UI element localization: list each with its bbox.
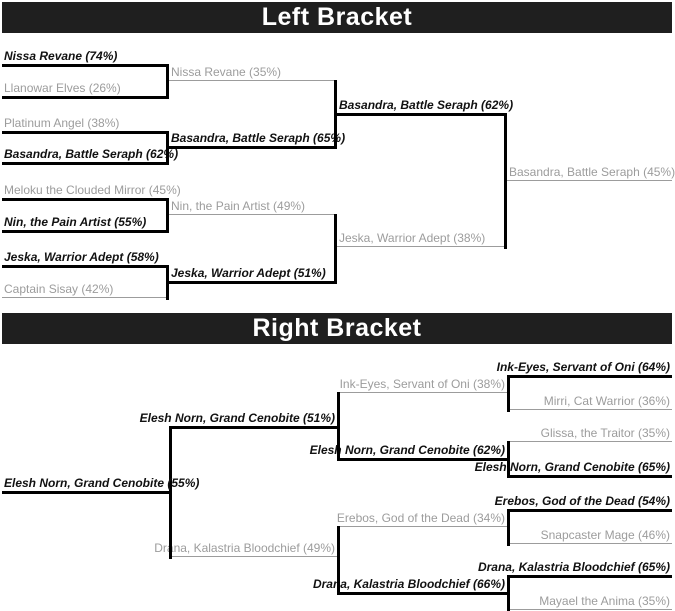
- bracket-entry: Glissa, the Traitor (35%): [507, 425, 672, 442]
- entry-label: Jeska, Warrior Adept (38%): [339, 231, 486, 245]
- entry-label: Glissa, the Traitor (35%): [540, 426, 670, 440]
- entry-label: Drana, Kalastria Bloodchief (65%): [477, 560, 670, 574]
- entry-label: Nin, the Pain Artist (49%): [171, 199, 306, 213]
- bracket-entry: Basandra, Battle Seraph (62%): [2, 146, 178, 165]
- bracket-entry: Captain Sisay (42%): [2, 281, 169, 298]
- entry-label: Nin, the Pain Artist (55%): [4, 215, 147, 229]
- entry-label: Drana, Kalastria Bloodchief (66%): [312, 577, 505, 591]
- left-bracket-header: Left Bracket: [2, 2, 672, 33]
- bracket-entry: Nin, the Pain Artist (55%): [2, 214, 169, 233]
- bracket-entry: Mayael the Anima (35%): [507, 593, 672, 610]
- bracket-entry: Basandra, Battle Seraph (45%): [507, 164, 675, 181]
- bracket-entry: Jeska, Warrior Adept (58%): [2, 249, 169, 268]
- bracket-entry: Jeska, Warrior Adept (51%): [169, 265, 337, 284]
- entry-label: Captain Sisay (42%): [4, 282, 114, 296]
- bracket-connector-line: [334, 80, 337, 149]
- entry-label: Jeska, Warrior Adept (58%): [4, 250, 159, 264]
- bracket-connector-line: [166, 198, 169, 233]
- bracket-entry: Mirri, Cat Warrior (36%): [507, 393, 672, 410]
- entry-label: Platinum Angel (38%): [4, 116, 120, 130]
- bracket-entry: Jeska, Warrior Adept (38%): [337, 230, 507, 247]
- entry-label: Mayael the Anima (35%): [539, 594, 670, 608]
- entry-label: Basandra, Battle Seraph (62%): [4, 147, 179, 161]
- entry-label: Meloku the Clouded Mirror (45%): [4, 183, 181, 197]
- bracket-entry: Llanowar Elves (26%): [2, 80, 169, 99]
- bracket-connector-line: [507, 509, 510, 546]
- bracket-connector-line: [166, 131, 169, 165]
- bracket-connector-line: [169, 426, 172, 559]
- entry-label: Drana, Kalastria Bloodchief (49%): [154, 541, 335, 555]
- entry-label: Jeska, Warrior Adept (51%): [171, 266, 326, 280]
- entry-label: Elesh Norn, Grand Cenobite (51%): [139, 411, 335, 425]
- bracket-entry: Platinum Angel (38%): [2, 115, 169, 134]
- bracket-entry: Elesh Norn, Grand Cenobite (62%): [310, 442, 507, 461]
- bracket-entry: Elesh Norn, Grand Cenobite (55%): [2, 475, 199, 494]
- bracket-entry: Drana, Kalastria Bloodchief (66%): [313, 576, 507, 595]
- entry-label: Nissa Revane (74%): [4, 49, 118, 63]
- bracket-entry: Elesh Norn, Grand Cenobite (51%): [140, 410, 337, 429]
- bracket-connector-line: [337, 526, 340, 595]
- bracket-connector-line: [507, 375, 510, 412]
- bracket-entry: Meloku the Clouded Mirror (45%): [2, 182, 181, 201]
- entry-label: Snapcaster Mage (46%): [540, 528, 670, 542]
- entry-label: Ink-Eyes, Servant of Oni (64%): [496, 360, 670, 374]
- bracket-connector-line: [166, 265, 169, 300]
- bracket-connector-line: [504, 113, 507, 249]
- entry-label: Nissa Revane (35%): [171, 65, 282, 79]
- bracket-entry: Nissa Revane (74%): [2, 48, 169, 67]
- entry-label: Basandra, Battle Seraph (65%): [171, 131, 346, 145]
- bracket-entry: Nissa Revane (35%): [169, 64, 337, 81]
- bracket-connector-line: [337, 392, 340, 461]
- bracket-entry: Basandra, Battle Seraph (65%): [169, 130, 345, 149]
- bracket-connector-line: [166, 64, 169, 99]
- entry-label: Elesh Norn, Grand Cenobite (55%): [4, 476, 200, 490]
- bracket-entry: Drana, Kalastria Bloodchief (65%): [478, 559, 672, 578]
- bracket-entry: Ink-Eyes, Servant of Oni (64%): [497, 359, 672, 378]
- bracket-entry: Nin, the Pain Artist (49%): [169, 198, 337, 215]
- entry-label: Llanowar Elves (26%): [4, 81, 121, 95]
- entry-label: Erebos, God of the Dead (34%): [336, 511, 505, 525]
- bracket-connector-line: [334, 214, 337, 284]
- entry-label: Ink-Eyes, Servant of Oni (38%): [339, 377, 505, 391]
- bracket-entry: Basandra, Battle Seraph (62%): [337, 97, 513, 116]
- entry-label: Basandra, Battle Seraph (62%): [339, 98, 514, 112]
- bracket-entry: Erebos, God of the Dead (54%): [495, 493, 672, 512]
- entry-label: Erebos, God of the Dead (54%): [494, 494, 670, 508]
- bracket-entry: Ink-Eyes, Servant of Oni (38%): [337, 376, 507, 393]
- bracket-connector-line: [507, 441, 510, 478]
- entry-label: Elesh Norn, Grand Cenobite (65%): [474, 460, 670, 474]
- entry-label: Basandra, Battle Seraph (45%): [509, 165, 675, 179]
- bracket-connector-line: [507, 575, 510, 611]
- bracket-entry: Erebos, God of the Dead (34%): [337, 510, 507, 527]
- bracket-entry: Elesh Norn, Grand Cenobite (65%): [475, 459, 672, 478]
- bracket-entry: Snapcaster Mage (46%): [507, 527, 672, 544]
- right-bracket-header: Right Bracket: [2, 313, 672, 344]
- entry-label: Mirri, Cat Warrior (36%): [543, 394, 670, 408]
- entry-label: Elesh Norn, Grand Cenobite (62%): [309, 443, 505, 457]
- bracket-entry: Drana, Kalastria Bloodchief (49%): [154, 540, 337, 557]
